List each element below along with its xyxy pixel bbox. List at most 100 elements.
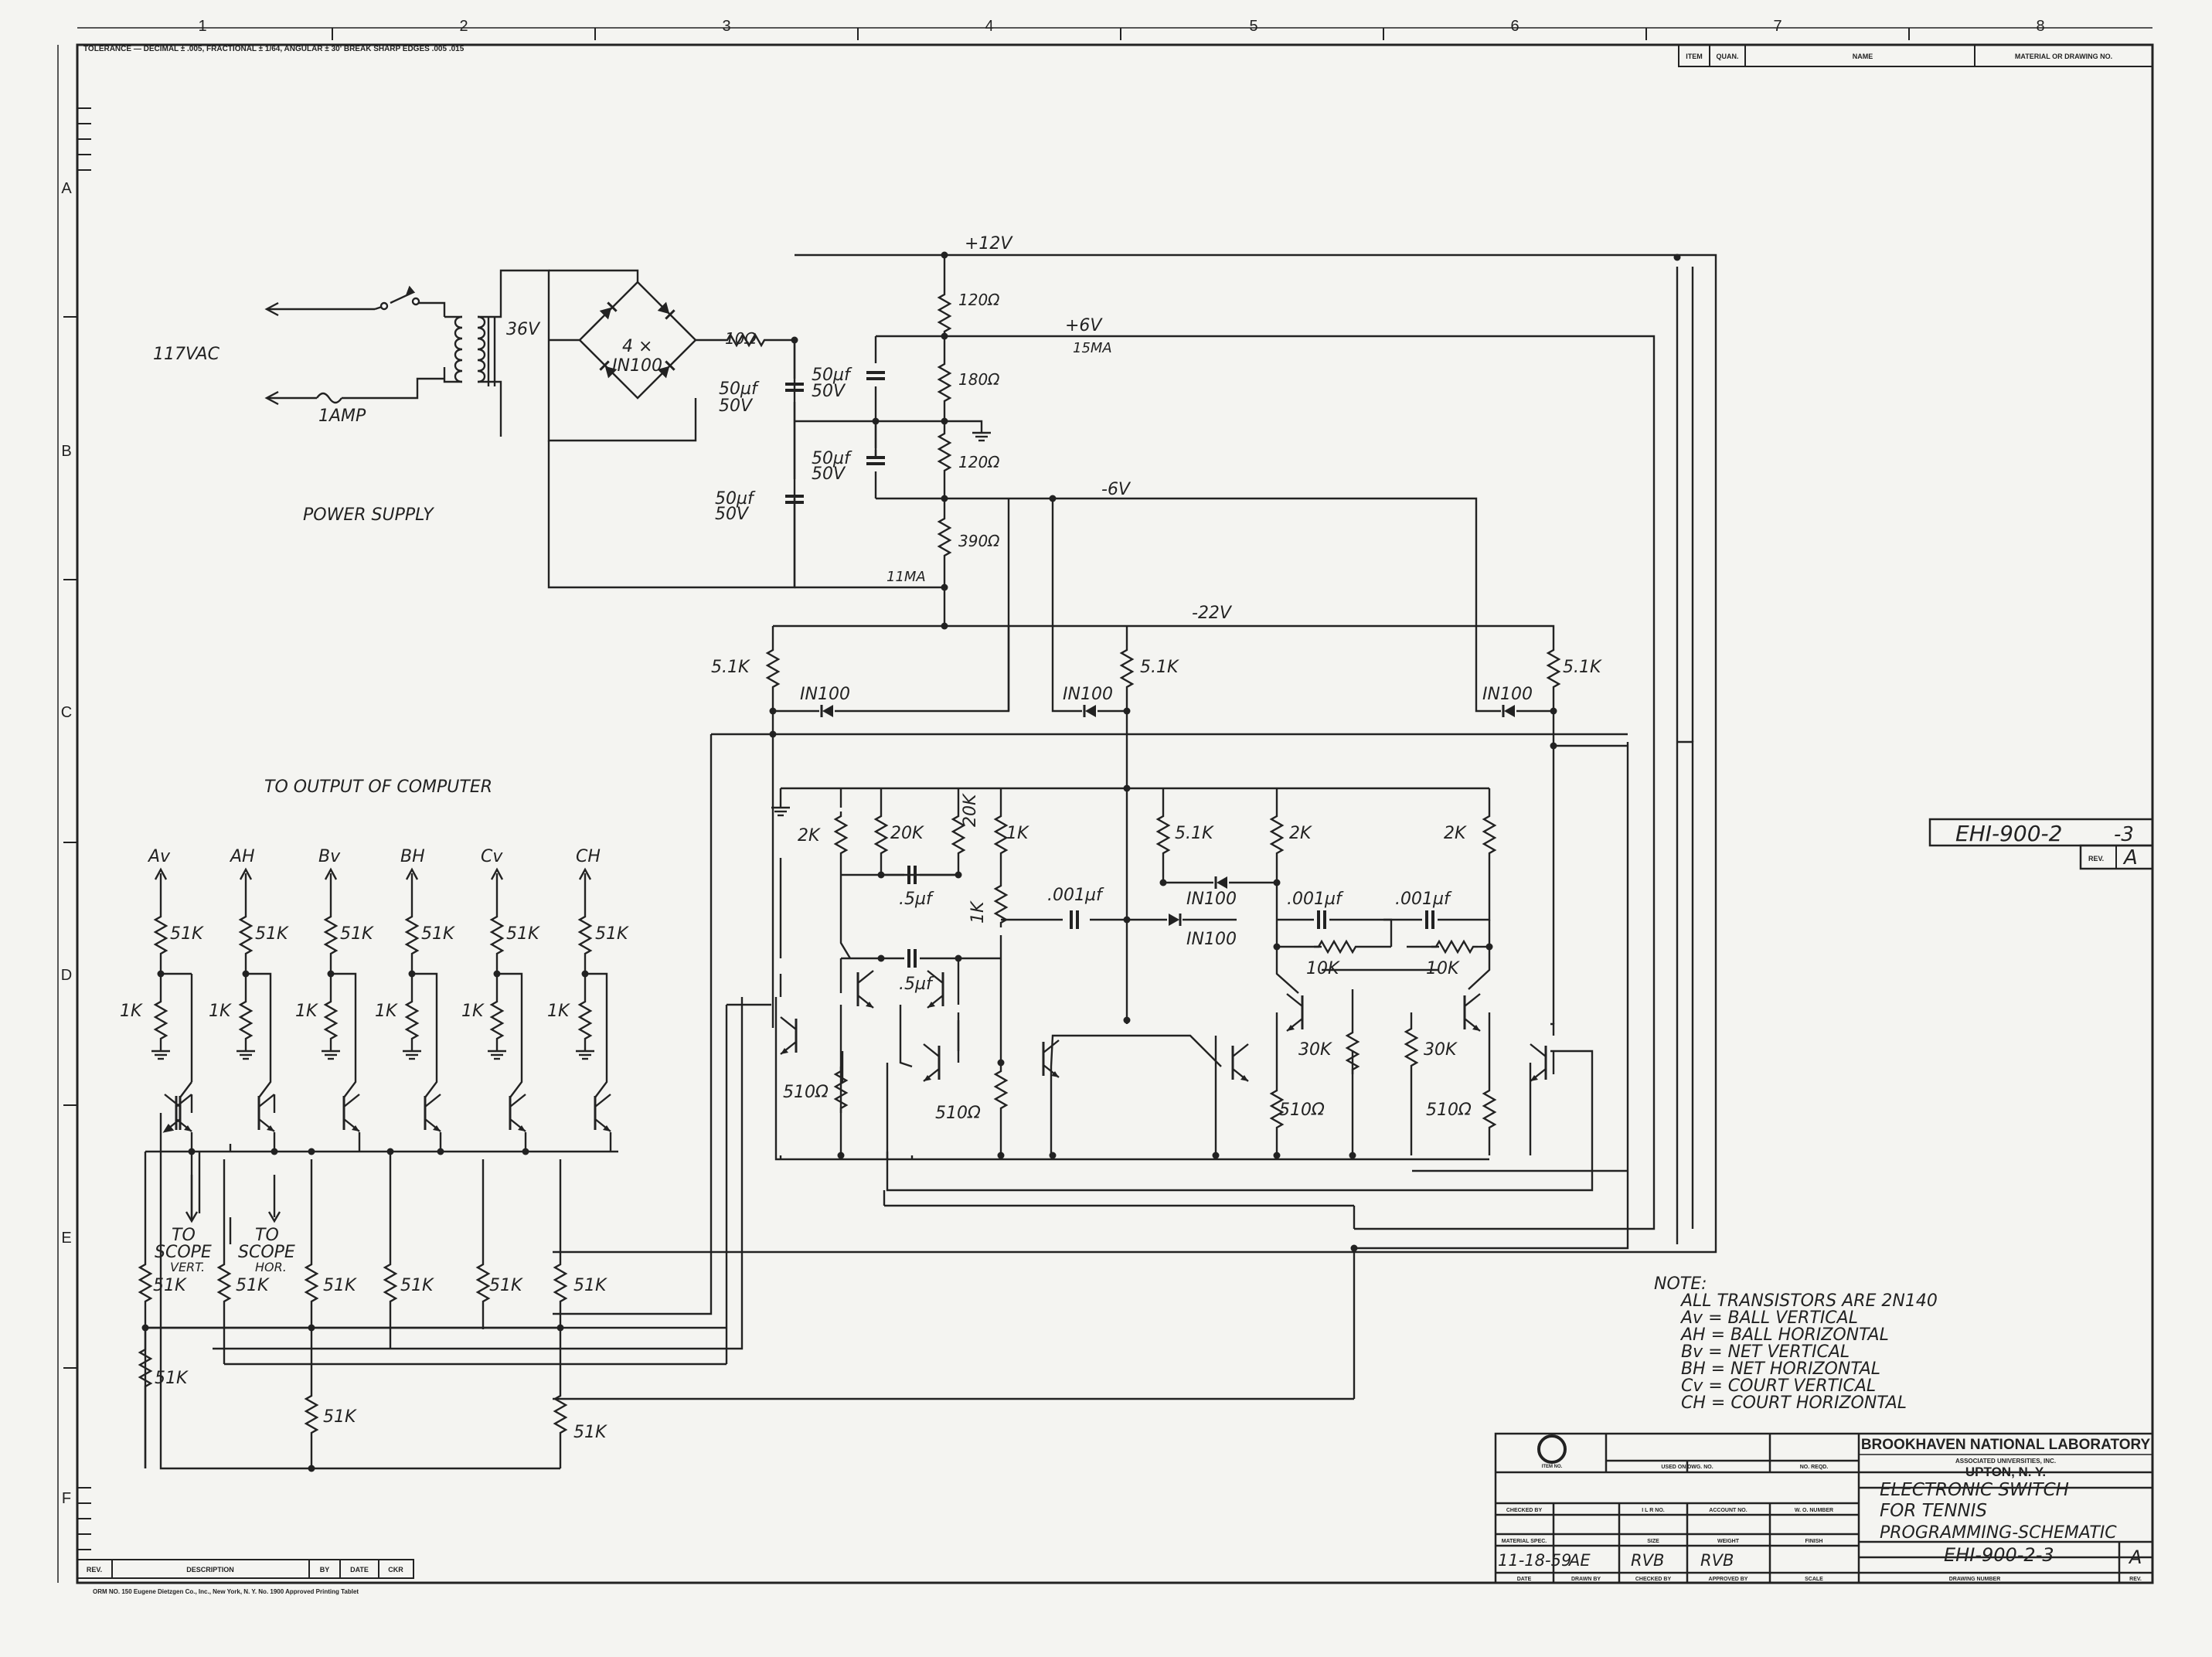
used-on: USED ON DWG. NO. bbox=[1661, 1465, 1713, 1470]
plus6-current: 15MA bbox=[1073, 340, 1112, 356]
zone-label: 3 bbox=[722, 18, 730, 35]
cap4-volt: 50V bbox=[715, 505, 750, 524]
sw-r1k-1: 1K bbox=[1006, 824, 1029, 843]
out-r51k-8: 51K bbox=[323, 1407, 357, 1427]
transformer-label: 36V bbox=[506, 320, 541, 339]
sw-c5-1: .5µf bbox=[899, 890, 934, 909]
sw-r30k-1: 30K bbox=[1298, 1040, 1332, 1060]
sw-r510-2: 510Ω bbox=[935, 1104, 981, 1123]
sw-c001-1: .001µf bbox=[1047, 886, 1104, 905]
input-bh: BH bbox=[400, 847, 425, 866]
tolerance-note: TOLERANCE — DECIMAL ± .005, FRACTIONAL ±… bbox=[83, 45, 465, 53]
out-r51k-7: 51K bbox=[155, 1369, 189, 1388]
title-block-text: BROOKHAVEN NATIONAL LABORATORY ASSOCIATE… bbox=[1498, 1437, 2151, 1582]
sw-r10k-2: 10K bbox=[1426, 959, 1460, 978]
series-res-label: 10Ω bbox=[725, 329, 757, 348]
weight: WEIGHT bbox=[1717, 1539, 1740, 1544]
cap1-volt: 50V bbox=[719, 396, 754, 416]
current-11-label: 11MA bbox=[887, 569, 926, 585]
sw-r5k1-2: 5.1K bbox=[1140, 658, 1179, 677]
zone-labels-top: 1 2 3 4 5 6 7 8 bbox=[198, 18, 2044, 35]
sw-r20k-1: 20K bbox=[890, 824, 924, 843]
sw-c001-3: .001µf bbox=[1395, 890, 1452, 909]
finish: FINISH bbox=[1805, 1539, 1823, 1544]
title-line-1: ELECTRONIC SWITCH bbox=[1880, 1480, 2069, 1500]
notes-line: Av = BALL VERTICAL bbox=[1679, 1308, 1858, 1328]
notes-block: NOTE: ALL TRANSISTORS ARE 2N140 Av = BAL… bbox=[1654, 1274, 1938, 1413]
cap3-volt: 50V bbox=[812, 464, 846, 484]
sw-r5k1-4: 5.1K bbox=[1175, 824, 1214, 843]
power-supply-labels: 117VAC 1AMP 36V 4 × IN100 10Ω 50µf 50V 5… bbox=[153, 234, 1233, 623]
drawn-by-label: DRAWN BY bbox=[1571, 1577, 1601, 1582]
cap3-label: 50µf bbox=[812, 449, 852, 468]
r51k-4: 51K bbox=[421, 924, 455, 944]
r1k-2: 1K bbox=[209, 1002, 232, 1021]
out-r51k-3: 51K bbox=[323, 1276, 357, 1295]
r1k-5: 1K bbox=[461, 1002, 485, 1021]
r120a-label: 120Ω bbox=[958, 291, 1000, 309]
sw-r2k-3: 2K bbox=[1444, 824, 1467, 843]
input-ah: AH bbox=[229, 847, 255, 866]
account-no: ACCOUNT NO. bbox=[1709, 1508, 1747, 1513]
notes-line: Cv = COURT VERTICAL bbox=[1681, 1376, 1876, 1396]
out-r51k-2: 51K bbox=[236, 1276, 270, 1295]
r1k-6: 1K bbox=[547, 1002, 570, 1021]
by-col: BY bbox=[320, 1566, 330, 1574]
zone-label: 5 bbox=[1249, 18, 1257, 35]
material-spec: MATERIAL SPEC. bbox=[1502, 1539, 1547, 1544]
footer-note: ORM NO. 150 Eugene Dietzgen Co., Inc., N… bbox=[93, 1588, 359, 1595]
date-value: 11-18-59 bbox=[1498, 1551, 1571, 1570]
parts-name: NAME bbox=[1853, 53, 1873, 60]
size: SIZE bbox=[1647, 1539, 1659, 1544]
ckr-col: CKR bbox=[388, 1566, 403, 1574]
side-tag-suffix: -3 bbox=[2114, 823, 2134, 846]
sw-diode-3: IN100 bbox=[1482, 685, 1533, 704]
out-r51k-1: 51K bbox=[153, 1276, 187, 1295]
zone-label: 4 bbox=[985, 18, 993, 35]
ilr-no: I L R NO. bbox=[1642, 1508, 1664, 1513]
input-bv: Bv bbox=[318, 847, 341, 866]
notes-line: ALL TRANSISTORS ARE 2N140 bbox=[1679, 1291, 1938, 1311]
input-transistors bbox=[175, 1093, 612, 1133]
sw-diode-2: IN100 bbox=[1063, 685, 1113, 704]
parts-item: ITEM bbox=[1686, 53, 1703, 60]
parts-list-header: ITEM QUAN. NAME MATERIAL OR DRAWING NO. bbox=[1678, 44, 2153, 67]
notes-line: AH = BALL HORIZONTAL bbox=[1679, 1325, 1889, 1345]
approved-value: RVB bbox=[1700, 1551, 1734, 1570]
plus6-label: +6V bbox=[1065, 316, 1103, 335]
approved-by-label: APPROVED BY bbox=[1709, 1577, 1748, 1582]
scope-vert-2: SCOPE bbox=[155, 1243, 212, 1262]
notes-line: Bv = NET VERTICAL bbox=[1681, 1342, 1850, 1362]
plus12-label: +12V bbox=[965, 234, 1013, 253]
zone-label: 2 bbox=[459, 18, 468, 35]
no-reqd: NO. REQD. bbox=[1800, 1465, 1829, 1470]
zone-label: A bbox=[61, 180, 72, 197]
r51k-2: 51K bbox=[255, 924, 289, 944]
sw-diode-5: IN100 bbox=[1186, 930, 1237, 949]
checked-by-label: CHECKED BY bbox=[1635, 1577, 1672, 1582]
notes-title: NOTE: bbox=[1654, 1274, 1707, 1294]
input-stages bbox=[159, 1113, 560, 1470]
zone-label: D bbox=[61, 967, 72, 984]
zone-label: 8 bbox=[2036, 18, 2044, 35]
input-cv: Cv bbox=[481, 847, 503, 866]
zone-label: E bbox=[61, 1230, 71, 1247]
parts-material: MATERIAL OR DRAWING NO. bbox=[2015, 53, 2112, 60]
cap1-label: 50µf bbox=[719, 379, 760, 399]
input-ch: CH bbox=[576, 847, 601, 866]
fuse-label: 1AMP bbox=[318, 407, 366, 426]
computer-title: TO OUTPUT OF COMPUTER bbox=[264, 777, 492, 797]
sw-r2k-2: 2K bbox=[1289, 824, 1312, 843]
date-label: DATE bbox=[1517, 1577, 1532, 1582]
revision-block: REV. DESCRIPTION BY DATE CKR bbox=[77, 1559, 414, 1579]
r180-label: 180Ω bbox=[958, 370, 1000, 389]
switch-labels: 5.1K 5.1K 5.1K IN100 IN100 IN100 2K 20K … bbox=[711, 658, 1602, 1123]
sw-r2k-1: 2K bbox=[798, 826, 821, 846]
scope-hor-2: SCOPE bbox=[238, 1243, 295, 1262]
drawing-number: EHI-900-2-3 bbox=[1944, 1544, 2054, 1566]
sw-r20k-2: 20K bbox=[961, 793, 980, 827]
side-tag-number: EHI-900-2 bbox=[1955, 821, 2062, 846]
drawn-value: AE bbox=[1567, 1551, 1591, 1570]
zone-label: F bbox=[62, 1490, 71, 1507]
